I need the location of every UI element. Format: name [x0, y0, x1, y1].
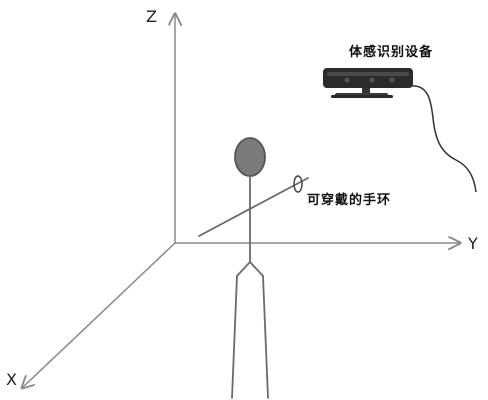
- sensor-neck: [362, 88, 370, 94]
- z-axis-label: Z: [146, 7, 157, 26]
- y-axis-label: Y: [467, 234, 478, 253]
- stick-figure: [198, 137, 309, 399]
- figure-arm: [198, 177, 309, 237]
- motion-sensor-device: [323, 68, 477, 193]
- figure-right-leg-lower: [262, 275, 269, 399]
- x-axis: [22, 242, 176, 388]
- figure-right-leg-upper: [249, 261, 264, 277]
- x-axis-label: X: [6, 370, 17, 389]
- figure-left-leg-upper: [236, 261, 251, 277]
- wristband-icon: [293, 175, 303, 193]
- wristband-label: 可穿戴的手环: [307, 192, 391, 208]
- figure-head: [234, 137, 266, 177]
- coordinate-axes: Z Y X: [6, 7, 478, 389]
- figure-left-leg-lower: [231, 275, 238, 399]
- sensor-label: 体感识别设备: [349, 44, 433, 60]
- sensor-body: [323, 68, 413, 88]
- sensor-cable: [409, 85, 477, 193]
